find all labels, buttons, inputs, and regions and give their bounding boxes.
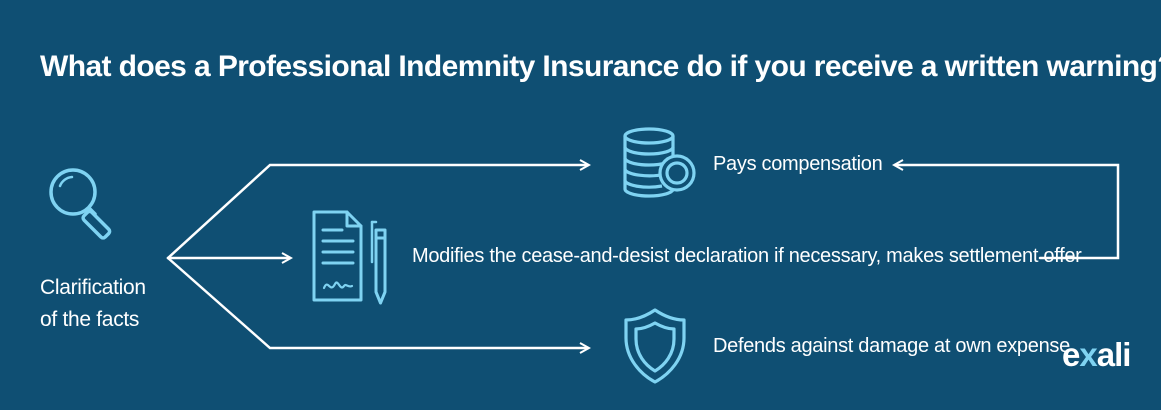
coin-stack-icon bbox=[623, 127, 696, 198]
outcome-label-defends: Defends against damage at own expense bbox=[713, 335, 1070, 357]
start-node-label: Clarification of the facts bbox=[40, 272, 160, 336]
magnifying-glass-icon bbox=[49, 168, 112, 240]
connector-feedback bbox=[895, 165, 1120, 260]
start-label-line1: Clarification bbox=[40, 276, 146, 299]
exali-logo: exali bbox=[1062, 336, 1131, 373]
start-label-line2: of the facts bbox=[40, 308, 140, 331]
document-with-pen-icon bbox=[312, 210, 387, 305]
outcome-label-pays: Pays compensation bbox=[713, 153, 883, 175]
shield-icon bbox=[624, 308, 686, 384]
connector-to-defends bbox=[166, 256, 588, 348]
page-title: What does a Professional Indemnity Insur… bbox=[40, 50, 1161, 83]
connector-to-pays bbox=[166, 165, 588, 260]
outcome-label-modifies: Modifies the cease-and-desist declaratio… bbox=[412, 245, 1082, 267]
